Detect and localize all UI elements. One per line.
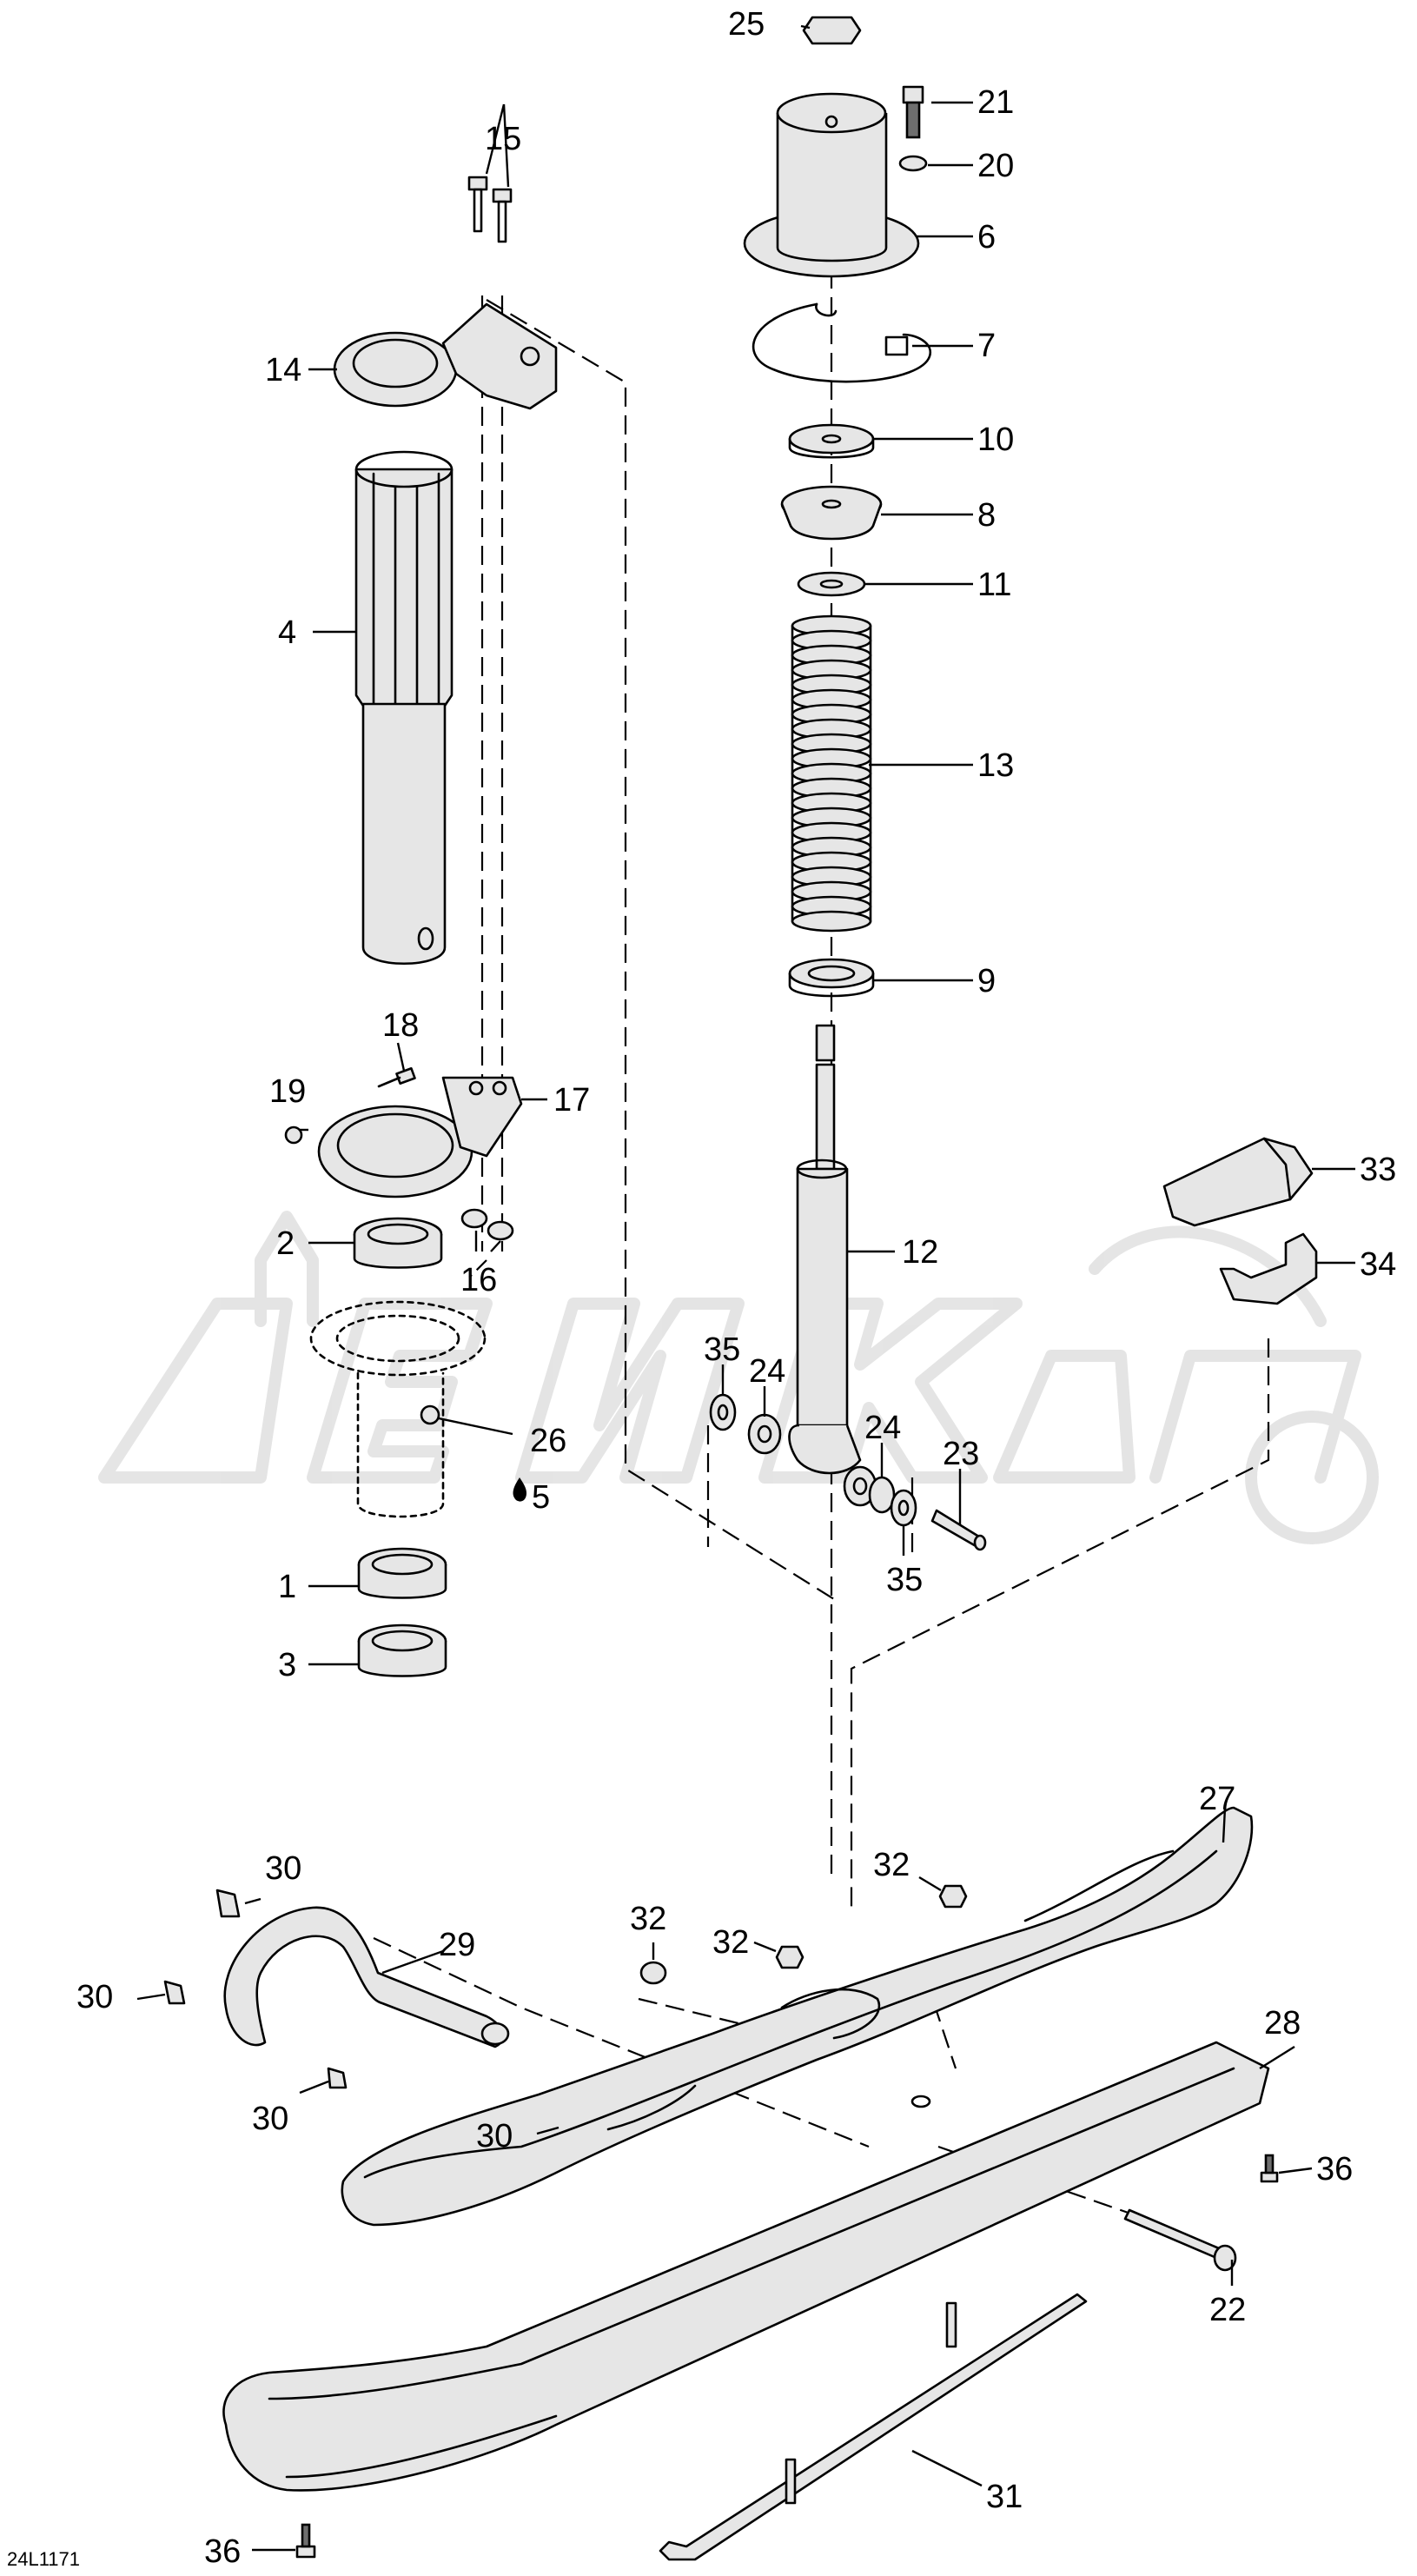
callout-2: 2 <box>276 1225 295 1262</box>
part-32-nuts <box>639 1884 968 1985</box>
part-36-screw-left <box>295 2523 316 2559</box>
part-35-washer-right <box>890 1489 917 1527</box>
callout-8: 8 <box>977 497 996 534</box>
callout-20: 20 <box>977 148 1014 184</box>
callout-24-left: 24 <box>749 1353 785 1390</box>
part-29-ski-handle <box>223 1906 510 2048</box>
callout-14: 14 <box>265 352 301 388</box>
part-33-wear-pad <box>1162 1137 1314 1227</box>
part-9-washer <box>788 958 875 998</box>
part-2-bushing <box>353 1217 443 1269</box>
callout-27: 27 <box>1199 1781 1235 1817</box>
callout-26: 26 <box>530 1423 566 1459</box>
callout-5: 5 <box>532 1479 550 1516</box>
part-31-carbide-runner <box>659 2293 1088 2561</box>
callout-28: 28 <box>1264 2005 1301 2042</box>
part-20-washer <box>898 155 928 172</box>
part-28-ski-runner <box>222 2041 1270 2492</box>
part-25-nut <box>802 16 862 45</box>
spring-coil <box>791 910 872 933</box>
callout-29: 29 <box>439 1927 475 1963</box>
part-10-washer <box>788 423 875 459</box>
callout-32-mid: 32 <box>712 1924 749 1961</box>
callout-12: 12 <box>902 1234 938 1271</box>
callout-7: 7 <box>977 328 996 364</box>
callout-19: 19 <box>269 1073 306 1110</box>
callout-30-bottom: 30 <box>252 2101 288 2137</box>
callout-15: 15 <box>485 121 521 157</box>
callout-6: 6 <box>977 219 996 256</box>
callout-30-left: 30 <box>76 1979 113 2015</box>
callout-23: 23 <box>943 1436 979 1472</box>
part-1-bushing <box>357 1547 447 1599</box>
part-14-bracket <box>333 302 558 410</box>
part-34-clip <box>1219 1232 1318 1305</box>
part-5-housing <box>309 1300 487 1518</box>
part-35-washer-left <box>709 1393 737 1431</box>
part-7-clip <box>752 302 932 383</box>
callout-31: 31 <box>986 2479 1023 2515</box>
callout-35-top: 35 <box>704 1331 740 1368</box>
watermark-logo <box>98 1211 1379 1544</box>
callout-36-left: 36 <box>204 2533 241 2570</box>
callout-22: 22 <box>1209 2292 1246 2328</box>
callout-24-right: 24 <box>864 1410 901 1446</box>
part-36-screw-right <box>1260 2154 1279 2183</box>
part-16-nuts <box>460 1208 514 1241</box>
part-23-pin <box>930 1509 987 1551</box>
callout-34: 34 <box>1360 1246 1396 1283</box>
grease-drop-icon <box>513 1477 526 1502</box>
callout-25: 25 <box>728 6 765 43</box>
callout-4: 4 <box>278 614 296 651</box>
part-21-screw <box>902 85 924 139</box>
part-4-steering-column <box>354 450 454 966</box>
callout-13: 13 <box>977 747 1014 784</box>
callout-21: 21 <box>977 84 1014 121</box>
part-26-fitting <box>420 1404 440 1425</box>
callout-16: 16 <box>460 1262 497 1298</box>
callout-30-top: 30 <box>265 1850 301 1887</box>
part-3-bushing <box>357 1623 447 1677</box>
callout-11: 11 <box>977 567 1011 603</box>
callout-32-right: 32 <box>873 1847 910 1883</box>
callout-30-right: 30 <box>476 2118 513 2154</box>
drawing-code: 24L1171 <box>7 2548 80 2570</box>
part-27-ski-body <box>341 1806 1254 2227</box>
part-18-screw <box>377 1066 416 1088</box>
part-17-bracket <box>317 1076 523 1198</box>
part-19-nut <box>284 1125 303 1145</box>
leader-lines <box>136 24 1355 2552</box>
part-11-washer <box>797 571 866 597</box>
part-13-spring <box>791 614 872 933</box>
callout-3: 3 <box>278 1647 296 1683</box>
callout-32-left: 32 <box>630 1901 666 1937</box>
callout-35-bottom: 35 <box>886 1562 923 1598</box>
part-15-screws <box>467 176 513 243</box>
callout-1: 1 <box>278 1569 296 1605</box>
part-6-cup <box>743 92 920 278</box>
callout-17: 17 <box>553 1082 590 1119</box>
callout-labels: 25 21 20 6 7 10 8 11 13 9 12 15 14 4 18 … <box>7 6 1396 2570</box>
callout-33: 33 <box>1360 1152 1396 1188</box>
callout-9: 9 <box>977 963 996 999</box>
part-22-bolt <box>1123 2208 1237 2272</box>
callout-18: 18 <box>382 1007 419 1044</box>
part-12-shock-absorber <box>788 1024 862 1475</box>
part-8-spring-seat <box>780 485 883 541</box>
callout-10: 10 <box>977 422 1014 458</box>
callout-36-right: 36 <box>1316 2151 1353 2188</box>
part-24-bushing-left <box>747 1413 782 1455</box>
